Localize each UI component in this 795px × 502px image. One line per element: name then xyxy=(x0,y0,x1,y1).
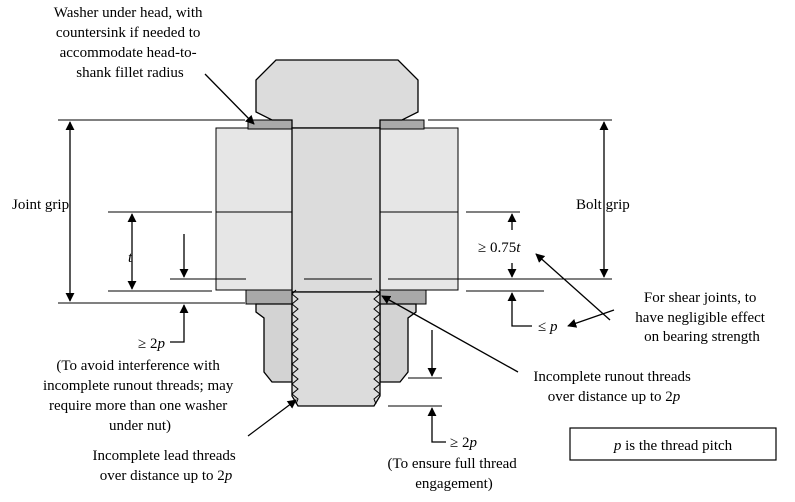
nut-right xyxy=(379,303,417,383)
le-p-var: p xyxy=(549,319,558,335)
lower-plate-right xyxy=(379,211,459,291)
washer-note-line: countersink if needed to xyxy=(56,25,201,41)
washer-note-line: Washer under head, with xyxy=(54,5,203,21)
lead-note-var: p xyxy=(224,468,233,484)
ge-075t-var: t xyxy=(516,240,521,256)
lead-leader xyxy=(247,399,297,437)
lead-note-line1: Incomplete lead threads xyxy=(92,448,235,464)
lower-plate-left xyxy=(215,211,293,291)
shear-note-line: For shear joints, to xyxy=(644,290,757,306)
avoid-note: (To avoid interference with incomplete r… xyxy=(43,358,237,434)
ge-075t-label: ≥ 0.75t xyxy=(478,240,521,256)
ge-2p-bottom-leader xyxy=(431,428,446,443)
nut-washer-right xyxy=(379,289,427,305)
lead-note-line2-prefix: over distance up to 2 xyxy=(100,468,225,484)
shear-leader-upper xyxy=(535,253,611,321)
ge-2p-left-leader xyxy=(170,322,185,343)
runout-note-var: p xyxy=(672,389,681,405)
le-p-label: ≤ p xyxy=(538,319,558,335)
shear-note-line: on bearing strength xyxy=(644,329,760,345)
le-p-leader xyxy=(511,305,532,327)
ge-2p-left-prefix: ≥ 2 xyxy=(138,336,157,352)
washer-note-leader xyxy=(204,73,255,125)
le-p-prefix: ≤ xyxy=(538,319,550,335)
washer-note-line: shank fillet radius xyxy=(76,65,184,81)
bolt-head xyxy=(255,59,419,129)
ge-075t-prefix: ≥ 0.75 xyxy=(478,240,516,256)
head-washer-right xyxy=(379,119,425,130)
engage-note-line: engagement) xyxy=(415,476,492,492)
bolt-grip-label: Bolt grip xyxy=(576,197,630,213)
shear-leader-lower xyxy=(567,309,615,328)
pitch-box-rest: is the thread pitch xyxy=(621,438,732,454)
t-label: t xyxy=(128,250,133,266)
nut-washer-left xyxy=(245,289,293,305)
avoid-note-line: under nut) xyxy=(109,418,171,434)
upper-plate-left xyxy=(215,127,293,213)
shear-note-line: have negligible effect xyxy=(635,310,765,326)
runout-leader xyxy=(381,295,519,373)
pitch-box xyxy=(569,427,777,461)
joint-grip-label: Joint grip xyxy=(12,197,69,213)
ge-2p-bottom-var: p xyxy=(468,435,477,451)
bolt-shank xyxy=(291,127,381,293)
upper-plate-right xyxy=(379,127,459,213)
thread-zigzag-left xyxy=(291,289,299,405)
ge-2p-bottom-label: ≥ 2p xyxy=(450,435,477,451)
lead-note: Incomplete lead threads over distance up… xyxy=(92,448,239,484)
ge-2p-bottom-prefix: ≥ 2 xyxy=(450,435,469,451)
runout-note: Incomplete runout threads over distance … xyxy=(533,369,694,405)
washer-note: Washer under head, with countersink if n… xyxy=(54,5,207,81)
ge-2p-left-var: p xyxy=(156,336,165,352)
avoid-note-line: require more than one washer xyxy=(49,398,227,414)
avoid-note-line: (To avoid interference with xyxy=(56,358,220,374)
runout-note-line2-prefix: over distance up to 2 xyxy=(548,389,673,405)
engage-note: (To ensure full thread engagement) xyxy=(387,456,520,492)
avoid-note-line: incomplete runout threads; may xyxy=(43,378,234,394)
bolt-threaded-end xyxy=(291,291,381,407)
ge-2p-left-label: ≥ 2p xyxy=(138,336,165,352)
pitch-box-var: p xyxy=(613,438,622,454)
shear-note: For shear joints, to have negligible eff… xyxy=(635,290,768,345)
runout-note-line1: Incomplete runout threads xyxy=(533,369,691,385)
nut-left xyxy=(255,303,293,383)
washer-note-line: accommodate head-to- xyxy=(60,45,197,61)
pitch-box-text: p is the thread pitch xyxy=(613,438,733,454)
thread-zigzag-right xyxy=(373,289,381,405)
head-washer-left xyxy=(247,119,293,130)
engage-note-line: (To ensure full thread xyxy=(387,456,517,472)
